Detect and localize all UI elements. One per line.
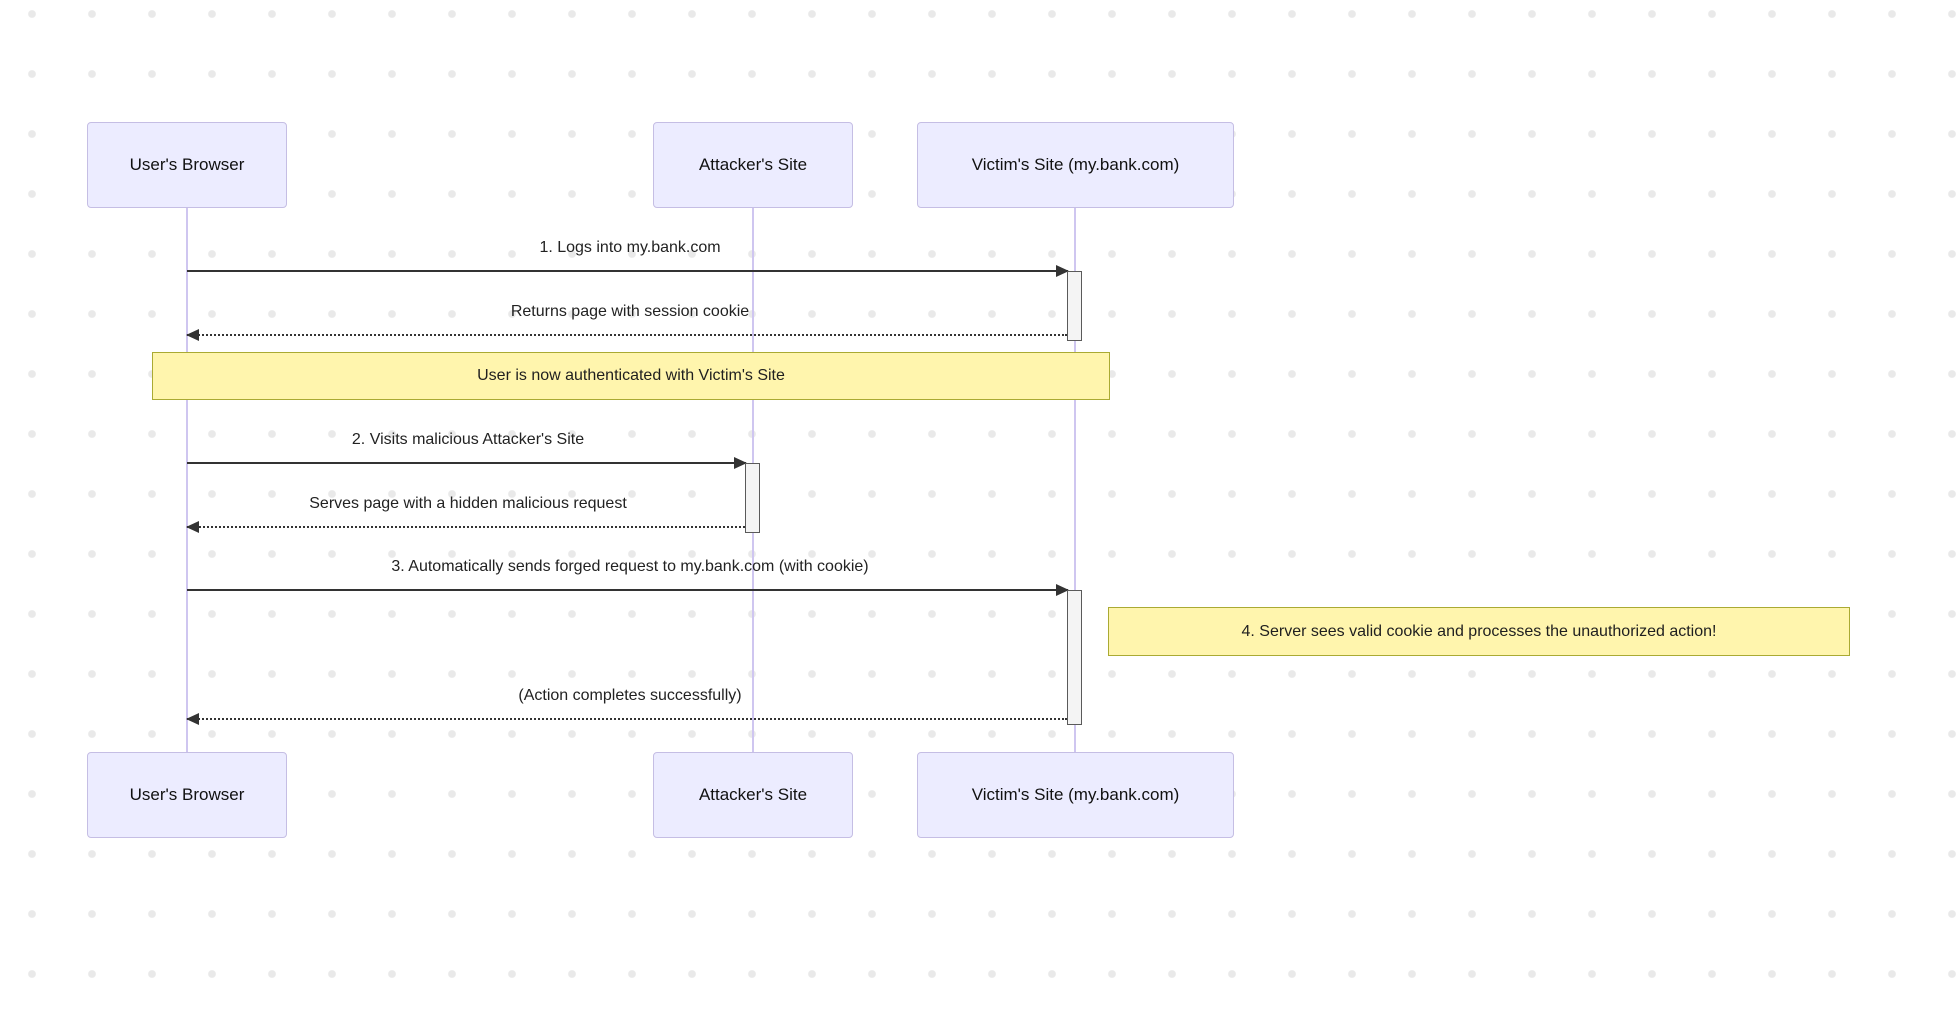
- arrowhead-right-icon: [734, 457, 747, 469]
- actor-top-users-browser: User's Browser: [87, 122, 287, 208]
- note-text: 4. Server sees valid cookie and processe…: [1241, 622, 1717, 640]
- message-arrow-visits-attacker-site: [187, 457, 747, 469]
- note-text: User is now authenticated with Victim's …: [477, 367, 785, 384]
- arrowhead-left-icon: [186, 329, 199, 341]
- message-label-serves-malicious-page: Serves page with a hidden malicious requ…: [309, 495, 627, 512]
- actor-bottom-victims-site: Victim's Site (my.bank.com): [917, 752, 1234, 838]
- actor-label: User's Browser: [129, 785, 245, 804]
- actor-bottom-attackers-site: Attacker's Site: [653, 752, 853, 838]
- message-label-action-completes: (Action completes successfully): [518, 687, 742, 704]
- activation-bar-attacker: [745, 463, 760, 533]
- note-user-authenticated: User is now authenticated with Victim's …: [152, 352, 1110, 400]
- lifeline-users-browser: [186, 208, 188, 752]
- arrowhead-left-icon: [186, 521, 199, 533]
- message-label-logs-into-bank: 1. Logs into my.bank.com: [539, 239, 721, 256]
- message-arrow-returns-session-cookie: [186, 329, 1067, 341]
- actor-label: User's Browser: [129, 155, 245, 174]
- activation-bar-victim-1: [1067, 271, 1082, 341]
- note-server-processes-action: 4. Server sees valid cookie and processe…: [1108, 607, 1850, 656]
- actor-label: Victim's Site (my.bank.com): [971, 155, 1180, 174]
- actor-label: Attacker's Site: [698, 785, 808, 804]
- message-label-visits-attacker-site: 2. Visits malicious Attacker's Site: [351, 431, 585, 448]
- message-arrow-logs-into-bank: [187, 265, 1069, 277]
- actor-label: Victim's Site (my.bank.com): [971, 785, 1180, 804]
- arrowhead-left-icon: [186, 713, 199, 725]
- actor-bottom-users-browser: User's Browser: [87, 752, 287, 838]
- arrowhead-right-icon: [1056, 584, 1069, 596]
- arrowhead-right-icon: [1056, 265, 1069, 277]
- message-label-returns-session-cookie: Returns page with session cookie: [510, 303, 750, 320]
- message-arrow-action-completes: [186, 713, 1067, 725]
- actor-top-victims-site: Victim's Site (my.bank.com): [917, 122, 1234, 208]
- activation-bar-victim-2: [1067, 590, 1082, 725]
- message-label-sends-forged-request: 3. Automatically sends forged request to…: [391, 558, 869, 575]
- lifeline-victims-site: [1074, 208, 1076, 752]
- actor-top-attackers-site: Attacker's Site: [653, 122, 853, 208]
- actor-label: Attacker's Site: [698, 155, 808, 174]
- message-arrow-serves-malicious-page: [186, 521, 745, 533]
- message-arrow-sends-forged-request: [187, 584, 1069, 596]
